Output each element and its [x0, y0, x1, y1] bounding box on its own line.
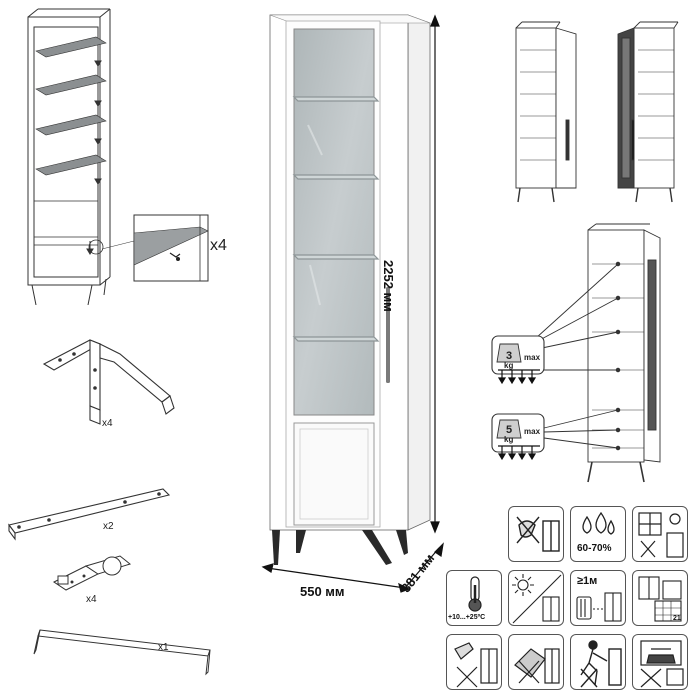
glass-shelf-max: max	[524, 353, 541, 362]
hinges-qty: x4	[86, 594, 97, 605]
legs-qty: x4	[102, 418, 113, 429]
heater-distance-icon: ≥1м	[570, 570, 626, 626]
door-variant-left	[510, 20, 585, 205]
no-direct-sun-icon	[508, 570, 564, 626]
cabinet-main-view	[260, 5, 460, 605]
glass-shelf-weight: 3	[506, 350, 513, 362]
hinge-part: x4	[50, 552, 140, 607]
humidity-icon: 60-70%	[570, 506, 626, 562]
no-aggressive-cleaner-icon	[446, 634, 502, 690]
width-dimension: 550 мм	[300, 584, 345, 599]
calendar-ventilation-icon: 21	[632, 570, 688, 626]
temperature-text: +10...+25ºC	[448, 614, 486, 621]
humidity-text: 60-70%	[577, 543, 612, 554]
no-heavy-objects-icon	[632, 634, 688, 690]
bottom-shelf-max: max	[524, 427, 541, 436]
calendar-day-text: 21	[673, 615, 681, 622]
shelf-load-diagram: 3 kg max 5 kg max	[480, 220, 690, 490]
distance-text: ≥1м	[577, 575, 598, 587]
door-variant-right	[608, 20, 683, 205]
leg-part: x4	[30, 330, 190, 440]
handle-qty: x1	[158, 642, 169, 653]
no-overload-hanging-icon	[570, 634, 626, 690]
dimension-lines	[255, 0, 455, 610]
shelf-fix-qty: x4	[210, 237, 227, 254]
glass-shelf-unit: kg	[504, 361, 514, 370]
bracket-part: x2	[5, 485, 185, 545]
no-wet-cleaning-icon	[508, 506, 564, 562]
handle-part: x1	[30, 622, 220, 682]
brackets-qty: x2	[103, 521, 114, 532]
shelf-assembly-diagram: x4	[10, 5, 240, 306]
bottom-shelf-weight: 5	[506, 424, 513, 436]
no-window-placement-icon	[632, 506, 688, 562]
no-abrasive-cleaning-icon	[508, 634, 564, 690]
bottom-shelf-unit: kg	[504, 435, 514, 444]
thermometer-icon: +10...+25ºC	[446, 570, 502, 626]
height-dimension: 2252 мм	[381, 260, 396, 312]
